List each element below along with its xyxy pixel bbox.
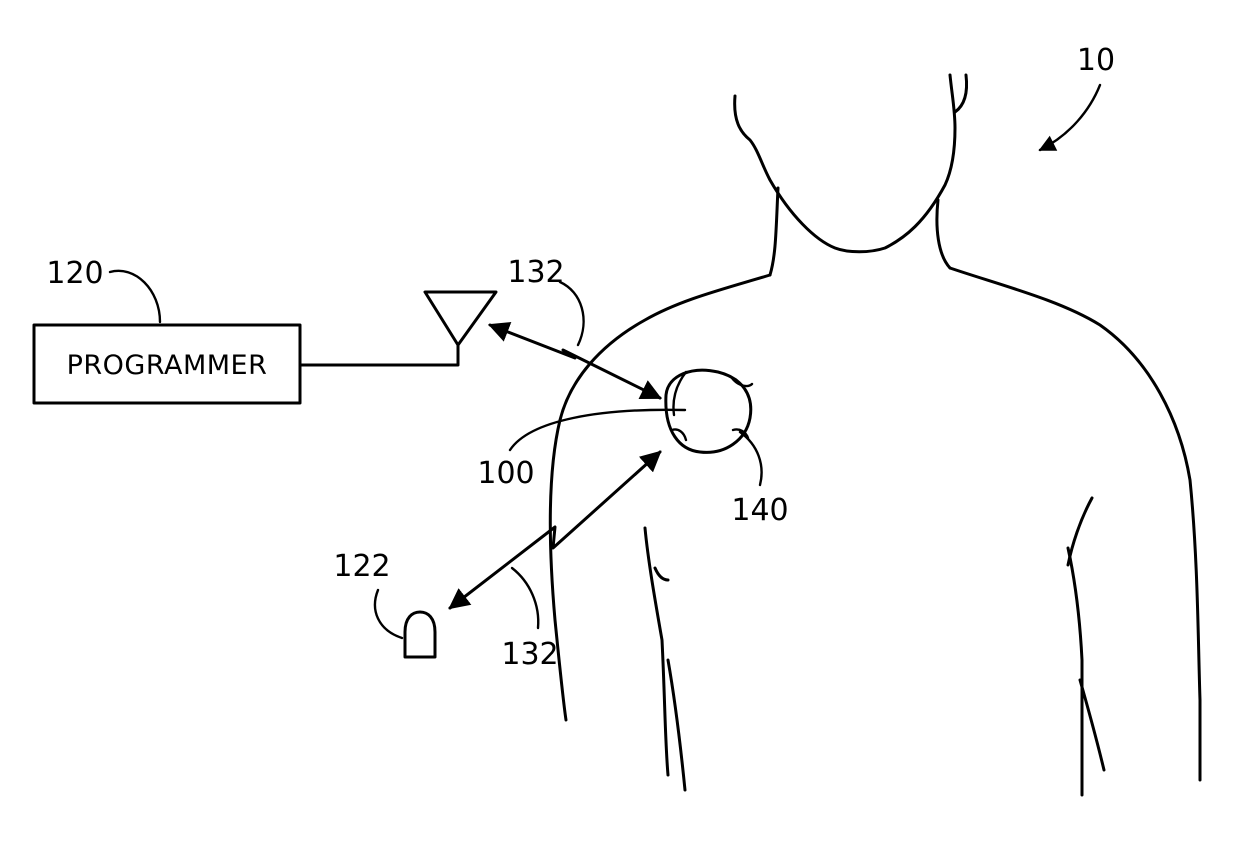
- label-122: 122: [333, 549, 390, 584]
- leader-120: [110, 271, 160, 322]
- right-arm-inner: [1080, 680, 1104, 770]
- antenna-icon: [425, 292, 496, 345]
- leader-140: [740, 432, 762, 485]
- leader-122: [375, 590, 402, 638]
- implanted-device: [666, 370, 752, 452]
- label-10: 10: [1077, 43, 1115, 78]
- neck-right: [937, 200, 950, 268]
- leader-100: [510, 410, 685, 450]
- programmer-box: PROGRAMMER: [34, 325, 300, 403]
- leader-132-upper: [560, 282, 584, 345]
- antenna-wire: [300, 345, 458, 365]
- ear-outline: [955, 75, 967, 112]
- neck-left: [770, 188, 778, 275]
- remote-device-icon: [405, 612, 435, 657]
- label-140: 140: [731, 493, 788, 528]
- right-armpit-fold: [1068, 498, 1092, 565]
- leader-10: [1040, 85, 1100, 150]
- label-120: 120: [46, 256, 103, 291]
- programmer-label: PROGRAMMER: [67, 350, 268, 381]
- right-torso: [1068, 548, 1082, 795]
- jaw-outline: [735, 75, 955, 252]
- label-100: 100: [477, 456, 534, 491]
- label-132-upper: 132: [507, 255, 564, 290]
- leader-132-lower: [512, 568, 538, 628]
- left-arm-inner: [668, 660, 685, 790]
- left-armpit-fold: [655, 568, 668, 580]
- right-shoulder-arm-outer: [950, 268, 1200, 780]
- label-132-lower: 132: [501, 637, 558, 672]
- left-torso: [645, 528, 668, 775]
- patient-body: [550, 75, 1200, 795]
